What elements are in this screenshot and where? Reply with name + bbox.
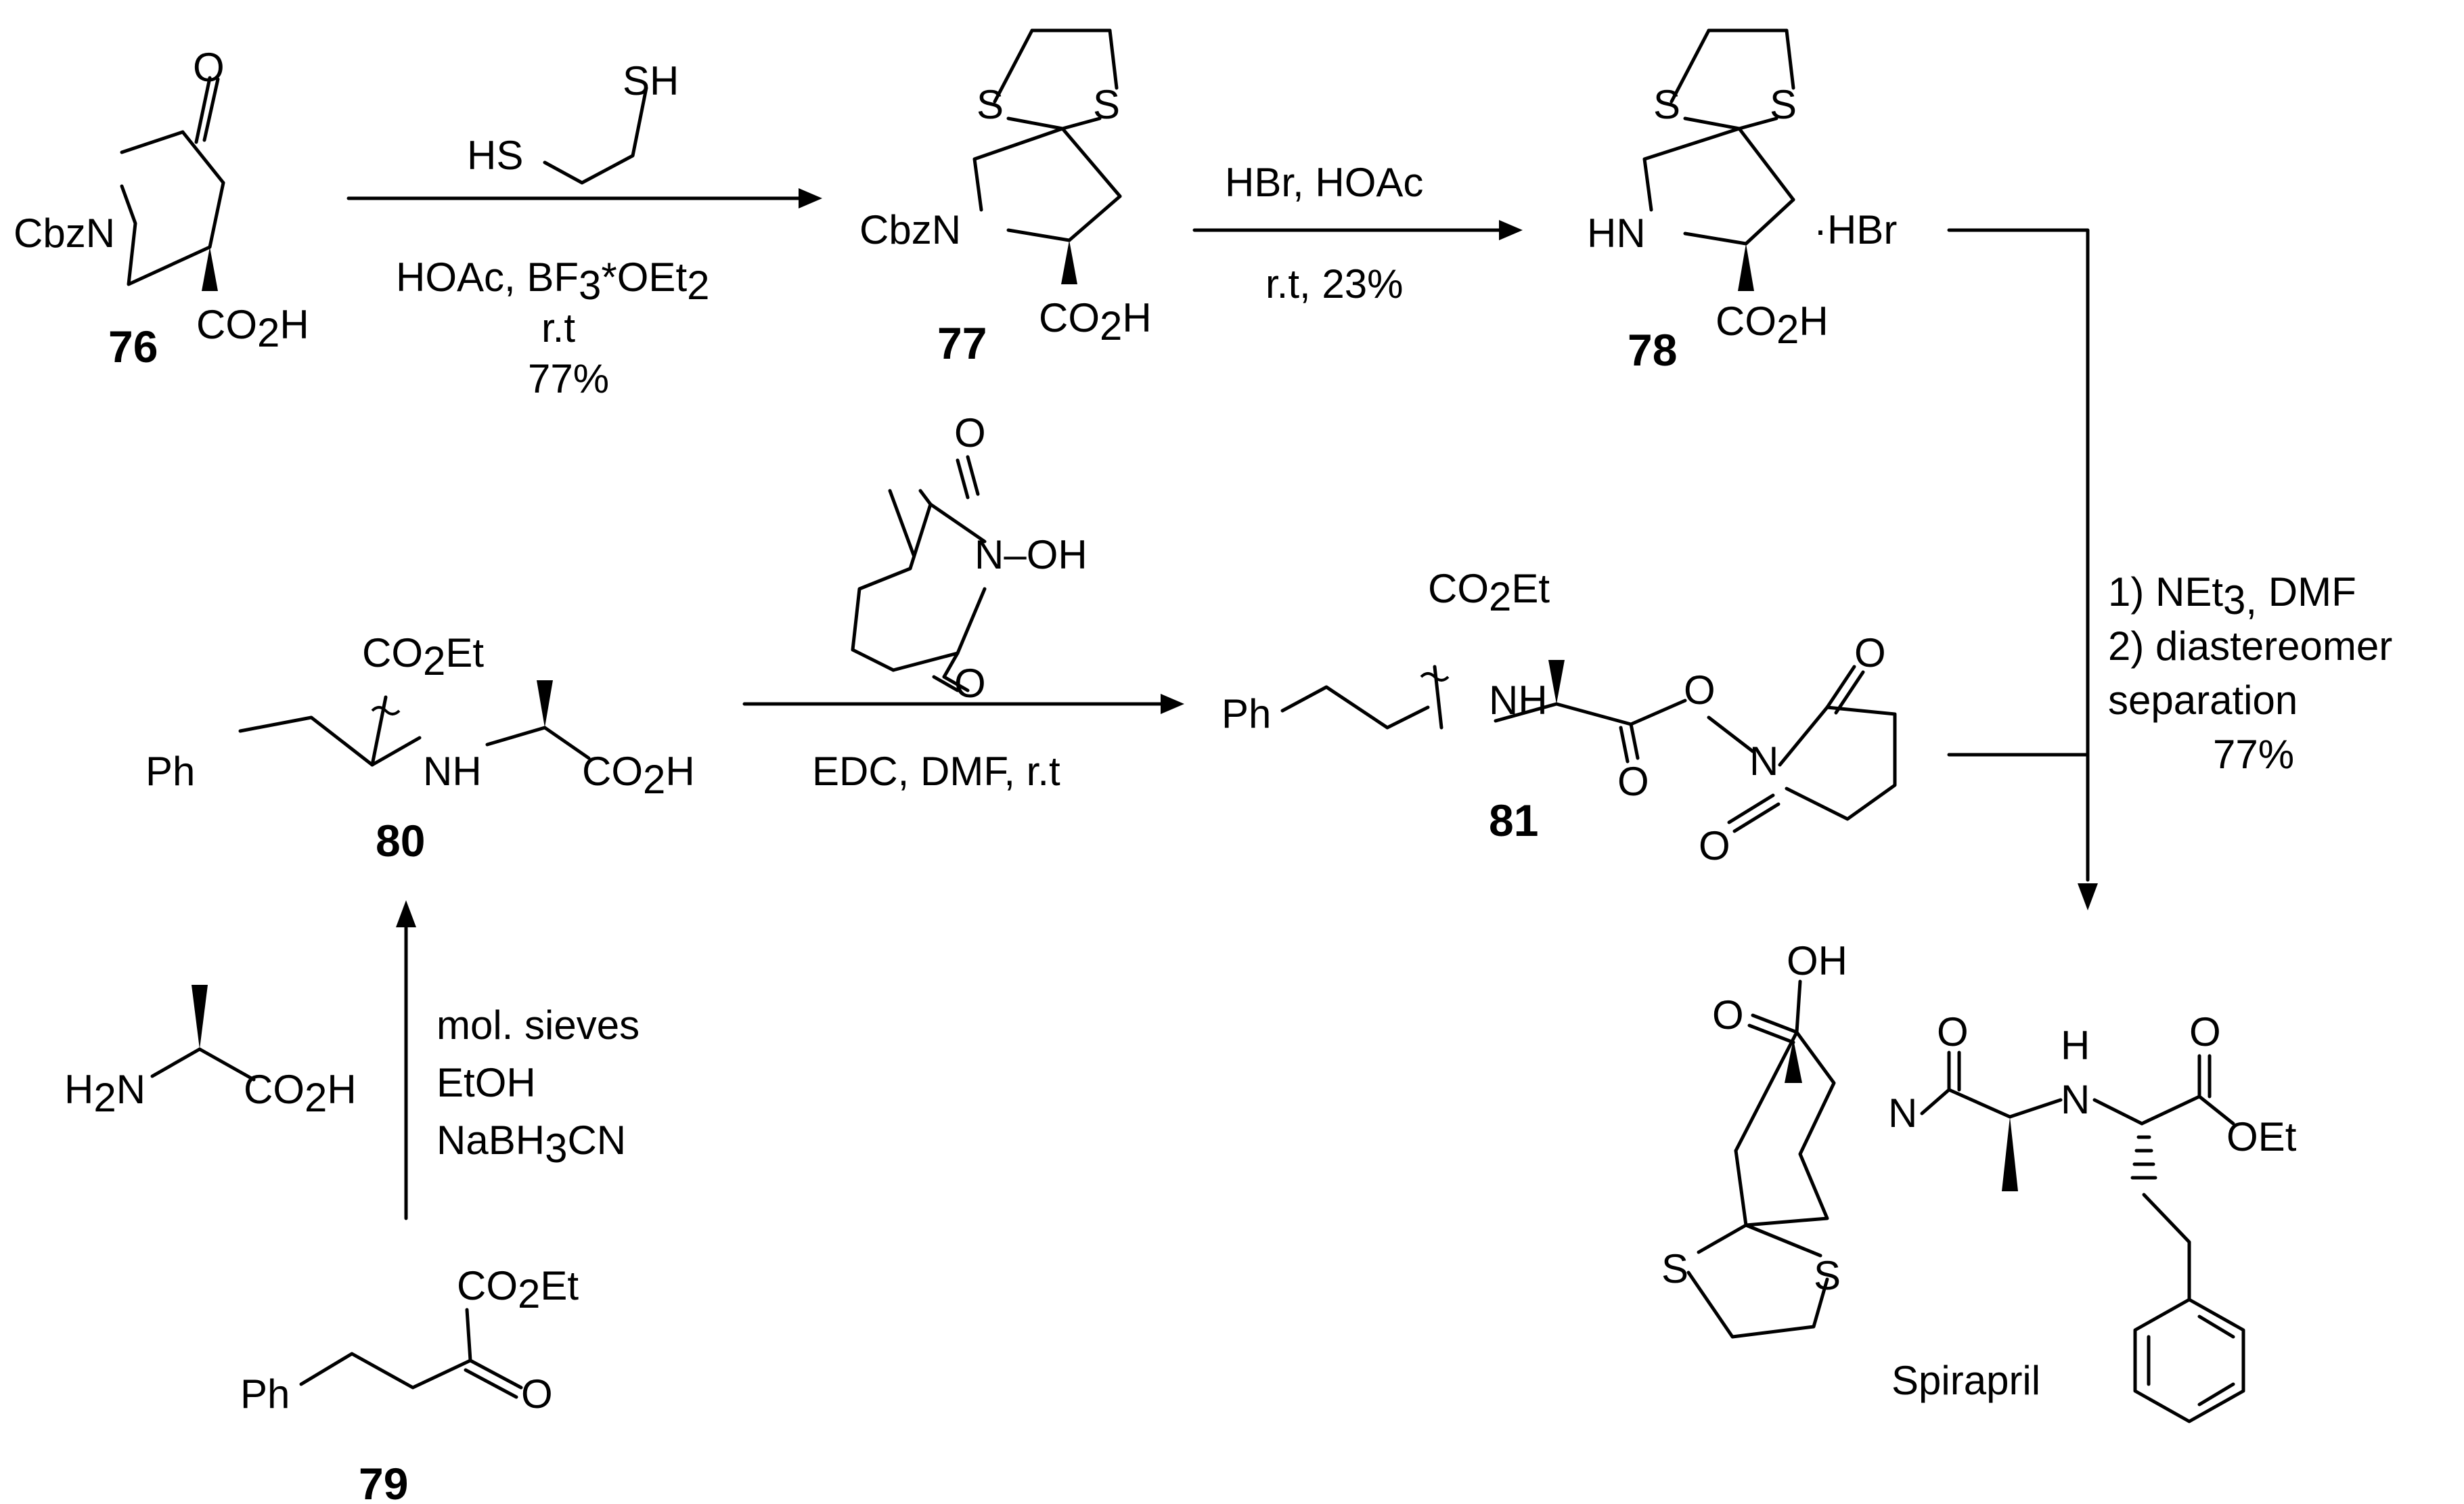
- acid-hydroxyl: OH: [1787, 938, 1847, 983]
- amine-nh: NH: [1489, 678, 1548, 723]
- carboxylic-acid: CO2H: [196, 302, 309, 355]
- coupling-arrow: [1947, 228, 2098, 910]
- ester-group: CO2Et: [457, 1263, 579, 1317]
- sulfur-1: S: [1661, 1246, 1688, 1291]
- nhs-n-oh: N–OH: [975, 532, 1088, 577]
- step-3-arrow: EDC, DMF, r.t: [742, 694, 1184, 794]
- stereo-wedge: [1548, 660, 1565, 704]
- stereo-wedge: [1785, 1039, 1802, 1083]
- l-alanine: H2N CO2H: [64, 985, 357, 1120]
- stereo-wedge: [192, 985, 208, 1049]
- amine-nitrogen: N: [2061, 1077, 2090, 1122]
- carboxylic-acid: CO2H: [1716, 298, 1829, 352]
- step-4-arrow: [396, 900, 416, 1220]
- step-5-yield: 77%: [2213, 732, 2294, 777]
- step-4-line-3: NaBH3CN: [436, 1118, 626, 1171]
- step-4-line-1: mol. sieves: [436, 1002, 640, 1048]
- carboxylic-acid: CO2H: [244, 1067, 357, 1120]
- phenyl: Ph: [1222, 691, 1271, 736]
- compound-78: S S HN ·HBr CO2H 78: [1587, 28, 1897, 375]
- ethanedithiol: SH HS: [467, 58, 679, 185]
- stereo-wedge: [1738, 244, 1754, 291]
- step-1-yield: 77%: [528, 356, 609, 401]
- compound-label-78: 78: [1628, 325, 1677, 375]
- compound-label-79: 79: [359, 1459, 408, 1504]
- step-4-line-2: EtOH: [436, 1060, 536, 1105]
- amine-nh: NH: [423, 749, 482, 794]
- thiol-top: SH: [623, 58, 679, 104]
- stereo-wedge: [2002, 1117, 2018, 1191]
- amide-oxygen: O: [1937, 1009, 1969, 1055]
- amino-group: H2N: [64, 1067, 145, 1120]
- ketone-oxygen: O: [521, 1371, 553, 1417]
- wavy-bond: [1420, 672, 1450, 682]
- phenyl-ring: [2133, 1298, 2245, 1423]
- ethoxy-group: OEt: [2226, 1114, 2297, 1159]
- amine-nitrogen: HN: [1587, 211, 1646, 256]
- compound-label-80: 80: [376, 816, 425, 866]
- nhs-oxygen-bottom: O: [954, 661, 986, 706]
- cbz-nitrogen: CbzN: [14, 211, 115, 256]
- phenyl: Ph: [240, 1371, 290, 1417]
- sulfur-2: S: [1770, 82, 1797, 127]
- stereo-wedge: [537, 680, 553, 728]
- n-hydroxysuccinimide: O N–OH O: [851, 410, 1088, 706]
- ester-link-oxygen: O: [1684, 667, 1716, 713]
- spirapril: OH O N O H N O OEt S S Spirapril: [1661, 938, 2297, 1423]
- step-1-conditions: HOAc, BF3*OEt2 r.t 77%: [396, 255, 710, 401]
- step-4-conditions: mol. sieves EtOH NaBH3CN: [436, 1002, 640, 1171]
- carboxylic-acid: CO2H: [582, 749, 695, 802]
- ring-nitrogen: N: [1888, 1090, 1917, 1136]
- imide-oxygen-bottom: O: [1699, 823, 1730, 868]
- sulfur-2: S: [1093, 82, 1120, 127]
- step-5-line-3: separation: [2108, 678, 2298, 723]
- sulfur-1: S: [977, 82, 1004, 127]
- acid-carbonyl-oxygen: O: [1712, 992, 1744, 1038]
- compound-81: CO2Et Ph NH O N O O O 81: [1222, 566, 1897, 868]
- compound-label-76: 76: [108, 322, 158, 372]
- cbz-nitrogen: CbzN: [859, 207, 961, 252]
- ester-carbonyl-oxygen: O: [2189, 1009, 2221, 1055]
- step-2-conditions: r.t, 23%: [1265, 261, 1403, 307]
- step-5-line-1: 1) NEt3, DMF: [2108, 569, 2356, 623]
- stereo-wedge: [202, 247, 218, 291]
- ester-group: CO2Et: [1428, 566, 1550, 619]
- sulfur-2: S: [1814, 1253, 1841, 1298]
- carbonyl-oxygen: O: [1617, 759, 1649, 804]
- compound-79: CO2Et Ph O 79: [240, 1263, 579, 1504]
- compound-label-81: 81: [1489, 795, 1538, 845]
- nhs-oxygen-top: O: [954, 410, 986, 456]
- step-1-reagents: HOAc, BF3*OEt2: [396, 255, 710, 308]
- compound-80: CO2Et Ph NH CO2H 80: [145, 630, 695, 866]
- spirapril-name: Spirapril: [1891, 1358, 2040, 1403]
- wavy-bond: [371, 706, 401, 715]
- step-2-reagents: HBr, HOAc: [1225, 160, 1423, 205]
- thiol-left: HS: [467, 133, 523, 178]
- step-5-conditions: 1) NEt3, DMF 2) diastereomer separation …: [2108, 569, 2392, 777]
- step-3-conditions: EDC, DMF, r.t: [812, 749, 1060, 794]
- stereo-hash: [2130, 1135, 2157, 1180]
- carboxylic-acid: CO2H: [1039, 295, 1152, 349]
- hbr-salt: ·HBr: [1814, 207, 1897, 252]
- ketone-oxygen: O: [193, 45, 225, 90]
- phenyl: Ph: [145, 749, 195, 794]
- step-1-arrow: [346, 188, 822, 208]
- imide-oxygen-top: O: [1854, 630, 1886, 676]
- stereo-wedge: [1061, 240, 1077, 284]
- compound-label-77: 77: [937, 318, 987, 368]
- sulfur-1: S: [1653, 82, 1680, 127]
- compound-77: S S CbzN CO2H 77: [859, 28, 1152, 368]
- step-5-line-2: 2) diastereomer: [2108, 623, 2392, 669]
- compound-76: O CbzN CO2H 76: [14, 45, 309, 372]
- step-1-temperature: r.t: [541, 305, 575, 351]
- amine-hydrogen: H: [2061, 1023, 2090, 1068]
- step-2-arrow: HBr, HOAc r.t, 23%: [1192, 160, 1523, 307]
- imide-nitrogen: N: [1749, 738, 1778, 784]
- ester-group: CO2Et: [362, 630, 484, 684]
